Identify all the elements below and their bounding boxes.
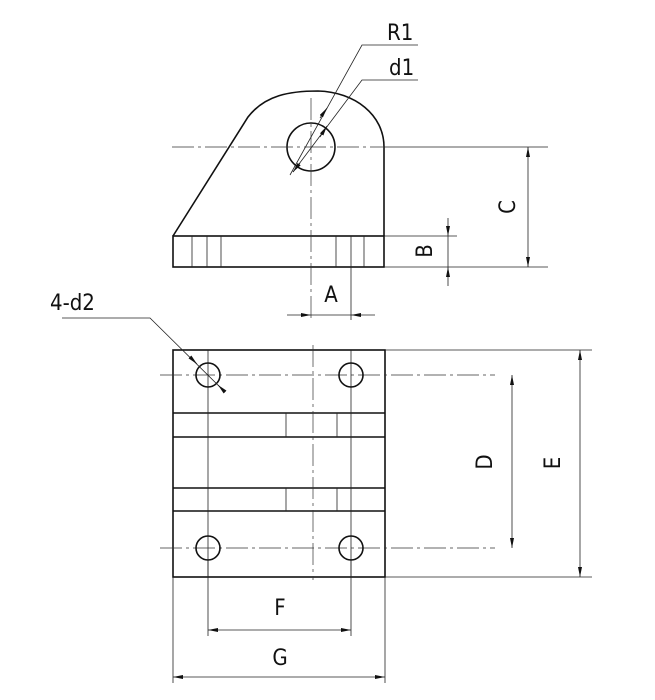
bracket-profile [172,90,385,237]
label-a: A [324,283,338,308]
base-plate [172,235,385,268]
d2-leader [62,317,226,393]
plan-view: 4-d2 D E F G [50,291,592,683]
mounting-hole [338,362,364,388]
label-d1: d1 [389,56,414,81]
label-c: C [496,200,521,214]
r1-leader [289,44,418,176]
mounting-hole [195,362,221,388]
top-view: R1 d1 C B A [172,21,548,320]
label-e: E [541,457,566,470]
base-hidden-lines [191,236,365,267]
label-f: F [274,596,285,621]
label-b: B [413,244,438,258]
label-r1: R1 [387,21,413,46]
label-g: G [272,646,287,671]
d1-leader [292,79,418,173]
slot-lines [173,412,385,512]
plate-outline [172,349,386,578]
label-4-d2: 4-d2 [50,291,95,316]
label-d: D [473,454,498,469]
